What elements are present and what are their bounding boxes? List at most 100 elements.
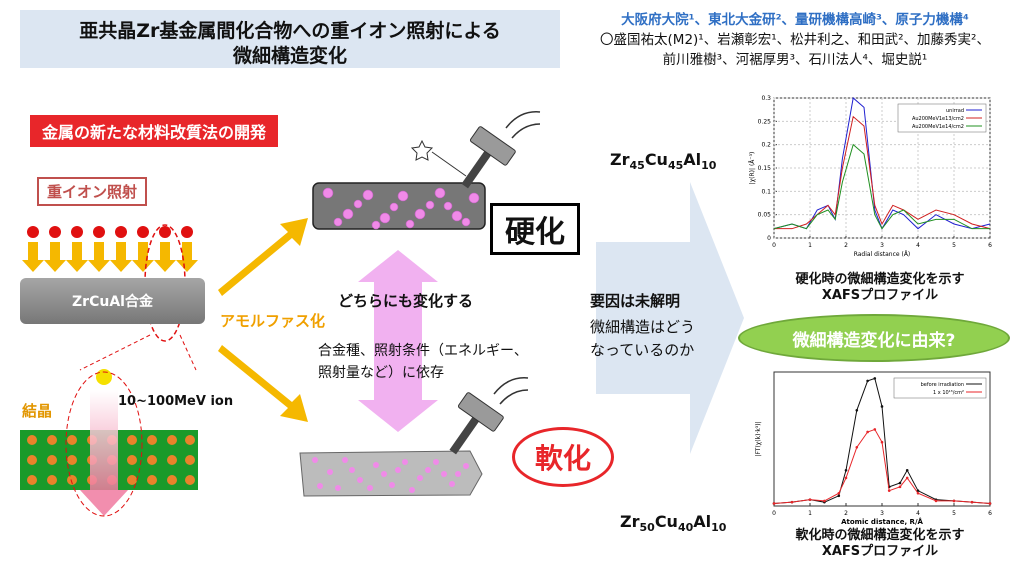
y-tick-label: 0.2 [761,142,771,149]
data-point [873,377,877,380]
softening-label: 軟化 [534,442,591,475]
hammer-icon [461,126,516,189]
data-point [905,468,909,472]
hardening-box: 硬化 [490,203,580,255]
caption1-line2: XAFSプロファイル [821,288,939,303]
ion-track-arrow [65,369,143,517]
x-axis-label: Atomic distance, R/Å [841,517,923,526]
data-point [855,408,859,412]
cause-heading: 要因は未解明 [590,292,681,310]
legend-entry: unirrad [946,108,964,114]
legend-entry: Au200MeV1e14/cm2 [912,124,964,130]
caption-softening: 軟化時の微細構造変化を示す XAFSプロファイル [760,528,1000,560]
star-icon [410,139,434,161]
y-tick-label: 0.05 [758,212,772,219]
hardened-rod [312,182,486,230]
hammer-icon-soft [449,392,504,455]
motion-line-icon [505,111,541,129]
hardening-label: 硬化 [505,215,565,250]
data-point [970,500,974,504]
data-point [880,440,884,444]
legend-box [893,377,987,399]
data-point [916,489,920,492]
caption1-line1: 硬化時の微細構造変化を示す [795,272,965,287]
x-tick-label: 5 [952,242,956,249]
caption2-line2: XAFSプロファイル [821,544,939,559]
data-point [898,485,902,489]
legend-entry: 1 x 10¹³/cm² [933,390,964,396]
double-arrow [358,250,438,432]
heavy-ion-label: 重イオン照射 [37,177,148,206]
x-tick-label: 6 [988,242,992,249]
x-tick-label: 3 [880,510,884,517]
ion-energy-label: 10~100MeV ion [118,394,234,409]
authors-line2: 前川雅樹³、河裾厚男³、石川法人⁴、堀史説¹ [662,52,928,68]
title-box: 亜共晶Zr基金属間化合物への重イオン照射による 微細構造変化 [20,10,560,68]
y-axis-label: |FT(χ(k)·k³)| [755,421,762,456]
dependency-line1: 合金種、照射条件（エネルギー、 [318,343,528,359]
data-point [855,445,859,449]
x-axis-label: Radial distance (Å) [854,251,911,258]
x-tick-label: 4 [916,242,920,249]
x-tick-label: 6 [988,510,992,517]
x-tick-label: 2 [844,242,848,249]
data-point [916,491,920,495]
x-tick-label: 0 [772,242,776,249]
y-axis-label: |χ(R)| (Å⁻³) [749,152,756,185]
x-tick-label: 5 [952,510,956,517]
series-line [773,97,991,230]
x-tick-label: 1 [808,242,812,249]
data-point [873,428,877,431]
arrow-to-soft [218,345,308,422]
y-tick-label: 0.25 [758,118,772,125]
legend-entry: Au200MeV1e13/cm2 [912,116,964,122]
y-tick-label: 0.1 [761,188,771,195]
y-tick-label: 0.15 [758,165,772,172]
composition-1: Zr45Cu45Al10 [610,150,717,173]
data-point [772,502,776,505]
authors-block: 大阪府大院¹、東北大金研²、量研機構高崎³、原子力機構⁴ 〇盛国祐太(M2)¹、… [575,10,1015,70]
title-line1: 亜共晶Zr基金属間化合物への重イオン照射による [79,20,501,42]
x-tick-label: 4 [916,510,920,517]
y-tick-label: 0 [767,235,771,242]
series-line [773,377,991,504]
cause-line2: なっているのか [590,341,695,359]
crystal-label: 結晶 [22,402,53,420]
data-point [905,476,909,480]
series-line [773,143,990,230]
data-point [844,468,848,472]
authors-line1: 〇盛国祐太(M2)¹、岩瀬彰宏¹、松井利之、和田武²、加藤秀実²、 [600,32,990,48]
dependency-line2: 照射量など）に依存 [318,365,444,381]
alloy-plate: ZrCuAl合金 [20,278,205,324]
data-point [934,499,938,503]
data-point [887,489,891,492]
alloy-label: ZrCuAl合金 [72,294,153,310]
data-point [790,500,794,504]
data-point [866,379,869,383]
data-point [988,502,992,505]
data-point [823,499,826,503]
data-point [880,405,884,408]
x-tick-label: 2 [844,510,848,517]
origin-question-label: 微細構造変化に由来? [792,330,956,351]
data-point [808,498,812,501]
affiliations: 大阪府大院¹、東北大金研²、量研機構高崎³、原子力機構⁴ [621,12,969,28]
result-arrow [596,182,744,454]
data-point [837,491,841,495]
legend-entry: before irradiation [921,382,964,388]
both-change-label: どちらにも変化する [338,292,474,310]
x-tick-label: 1 [808,510,812,517]
data-point [866,430,869,434]
arrow-to-hard [218,218,308,296]
ion-drop-arrows [22,226,198,272]
softened-rod [299,450,483,497]
data-point [837,494,841,498]
series-line [773,428,991,504]
composition-2: Zr50Cu40Al10 [620,512,727,535]
new-method-label: 金属の新たな材料改質法の開発 [30,115,279,147]
y-tick-label: 0.3 [761,95,771,102]
title-line2: 微細構造変化 [232,45,347,67]
